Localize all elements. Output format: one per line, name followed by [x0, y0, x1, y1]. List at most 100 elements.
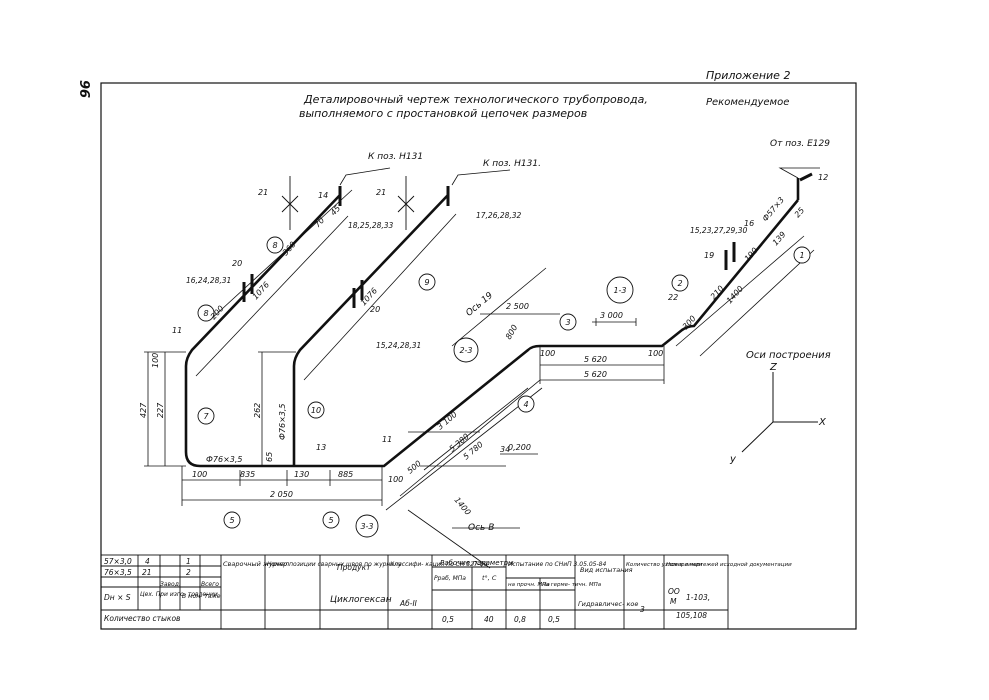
dim-2050: 2 050	[270, 490, 293, 499]
dim-5620-a: 5 620	[584, 355, 607, 364]
stamp-row1-size: 57×3,0	[104, 557, 132, 566]
dim-835: 835	[240, 470, 255, 479]
dimension-lines	[144, 167, 820, 569]
dim-65: 65	[265, 452, 274, 462]
stamp-col-in-shop: Цех. При изго- товлении	[140, 591, 218, 598]
label-21b: 21	[376, 188, 386, 197]
weld-group-4: 15,23,27,29,30	[690, 226, 747, 235]
stamp-h-strength: на прочн. МПа	[508, 582, 550, 588]
ref-h131-a: К поз. Н131	[368, 152, 423, 162]
callout-9: 9	[424, 278, 429, 287]
dim-25: 25	[793, 206, 807, 220]
stamp-table	[100, 554, 729, 630]
stamp-h-test-type: Вид испытания	[580, 566, 633, 574]
callout-8a: 8	[272, 241, 277, 250]
label-16: 16	[744, 219, 754, 228]
ref-h131-b: К поз. Н131.	[483, 159, 541, 169]
callout-circles	[197, 236, 811, 538]
pipe-run-left	[184, 194, 800, 468]
weld-group-5: 15,24,28,31	[376, 341, 421, 350]
stamp-v-doc1: ОО	[668, 587, 680, 596]
dim-300: 300	[681, 314, 698, 331]
axis-b-label: Ось В	[468, 523, 494, 533]
stamp-v-density: 0,5	[548, 615, 560, 624]
callout-5b: 5	[328, 516, 333, 525]
axes-construction-label: Оси построения	[746, 350, 831, 361]
dim-2500: 2 500	[506, 302, 529, 311]
stamp-row1-a: 4	[145, 557, 150, 566]
dim-139: 139	[771, 230, 788, 247]
dim-210: 210	[709, 284, 726, 301]
stamp-h-docs: Номера чертежей исходной документации	[666, 562, 792, 568]
callout-1-3: 1-3	[613, 286, 626, 295]
stamp-v-docs2: 105,108	[676, 611, 707, 620]
flange-markers	[242, 172, 813, 308]
stamp-col-total: Всего	[201, 581, 219, 588]
stamp-h-params: Рабочие параметры	[440, 559, 514, 567]
dim-500: 500	[406, 459, 423, 476]
stamp-row2-size: 76×3,5	[104, 568, 132, 577]
pipeline	[184, 178, 800, 468]
stamp-h-bends: Количество узлов в линии	[626, 562, 703, 568]
label-13: 13	[316, 443, 326, 452]
label-21a: 21	[258, 188, 268, 197]
dim-3000: 3 000	[600, 311, 623, 320]
stamp-joints-count: Количество стыков	[104, 614, 180, 623]
axis-19-label: Ось 19	[464, 291, 495, 319]
dim-427: 427	[139, 402, 148, 418]
label-20b: 20	[370, 305, 380, 314]
stamp-v-product: Циклогексан	[330, 595, 392, 605]
stamp-row2-a: 21	[142, 568, 152, 577]
label-19: 19	[704, 251, 714, 260]
pipe-mark-inner: Ф76×3,5	[278, 404, 287, 441]
valve-markers	[281, 176, 415, 230]
ref-e129: От поз. Е129	[770, 139, 830, 149]
dim-100-mid2: 100	[648, 349, 663, 358]
label-34: 34	[500, 445, 510, 454]
dim-100-bottom: 100	[192, 470, 207, 479]
callout-8b: 8	[203, 309, 208, 318]
stamp-row2-b: 2	[186, 568, 191, 577]
stamp-v-doc2: М	[670, 597, 677, 606]
stamp-v-test-type: Гидравличес- кое	[578, 600, 638, 608]
stamp-row1-b: 1	[186, 557, 191, 566]
pipe-mark-bottom: Ф76×3,5	[206, 455, 243, 464]
appendix-label: Приложение 2	[706, 69, 790, 82]
weld-group-3: 17,26,28,32	[476, 211, 522, 220]
stamp-h-density: на герме- тичн. МПа	[542, 582, 602, 588]
callout-3-3: 3-3	[360, 522, 373, 531]
dim-3100: 3 100	[436, 410, 459, 432]
callout-4: 4	[523, 400, 528, 409]
weld-group-1: 16,24,28,31	[186, 276, 231, 285]
dim-1400-bottom: 1400	[452, 496, 472, 517]
weld-group-2: 18,25,28,33	[348, 221, 394, 230]
stamp-v-t: 40	[484, 615, 494, 624]
label-22: 22	[668, 293, 678, 302]
stamp-v-class: Аб-II	[399, 599, 418, 608]
dim-0200: 0,200	[508, 443, 531, 452]
stamp-h-t: t°, С	[482, 574, 497, 582]
stamp-v-p: 0,5	[442, 615, 454, 624]
dim-100-mid: 100	[540, 349, 555, 358]
stamp-v-docs: 1-103,	[686, 593, 710, 602]
stamp-v-bends: 3	[640, 605, 645, 614]
dim-1400-right: 1400	[725, 284, 745, 305]
stamp-h-p: Pраб, МПа	[434, 575, 466, 582]
callout-2-3: 2-3	[459, 346, 472, 355]
stamp-h-test: Испытание по СНиП 3.05.05-84	[508, 561, 606, 568]
title-line-1: Деталировочный чертеж технологического т…	[303, 93, 648, 106]
dim-885: 885	[338, 470, 353, 479]
stamp-dn-s: Dн × S	[104, 593, 131, 602]
callout-5a: 5	[229, 516, 234, 525]
dim-800: 800	[504, 323, 519, 341]
callout-3: 3	[565, 318, 570, 327]
pipe-run-inner	[292, 194, 449, 466]
label-11b: 11	[382, 435, 392, 444]
stamp-col-factory: Завод.	[160, 581, 181, 588]
recommended-label: Рекомендуемое	[706, 97, 789, 108]
stamp-h-weld-journal: Сварочный журнал	[223, 560, 289, 568]
callout-2: 2	[677, 279, 682, 288]
label-14a: 14	[318, 191, 328, 200]
stamp-h-class: Классифи- кация по СН 527-80	[390, 561, 488, 568]
